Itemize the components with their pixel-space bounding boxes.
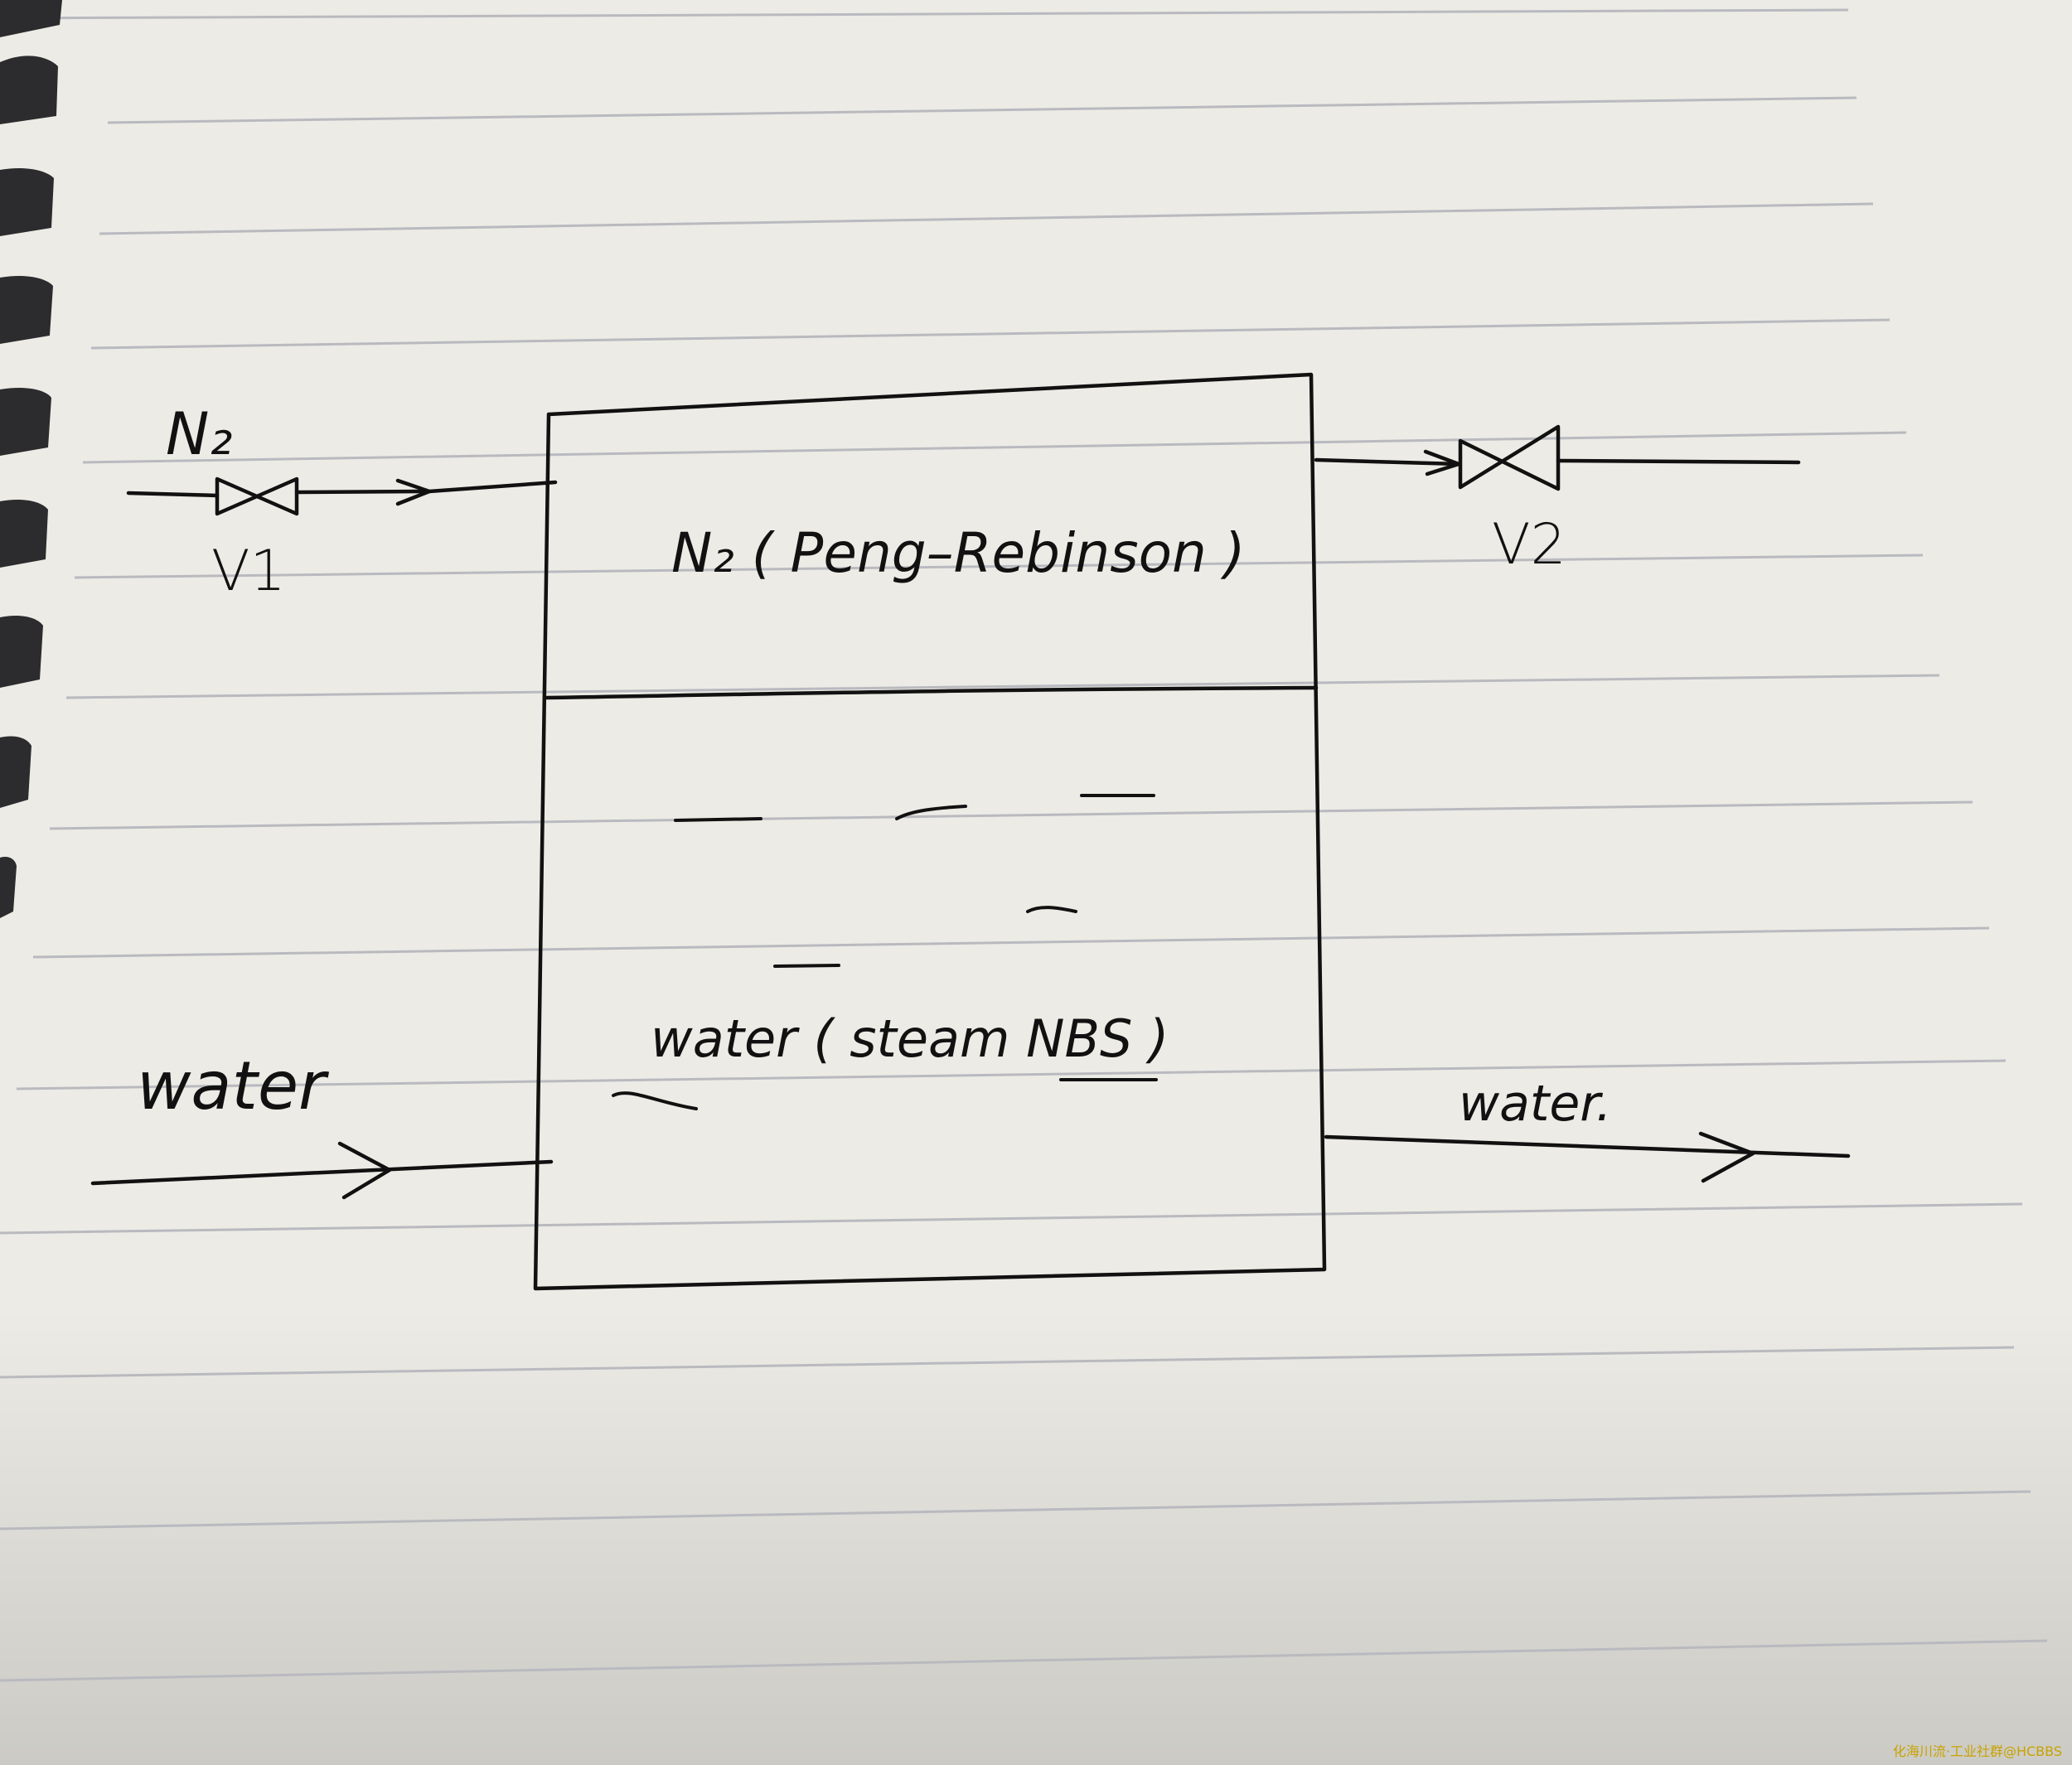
spiral-ring [0,616,43,688]
water-outlet-line [1324,1134,1851,1158]
spiral-binding [0,0,62,918]
valve-v1-label: V1 [211,539,286,604]
valve-v2-icon [1458,424,1561,491]
n2-feed-label: N₂ [166,400,232,468]
liquid-hatching [612,794,1158,1110]
gas-outlet-line [1314,457,1461,467]
spiral-ring [0,168,54,236]
water-outlet-label: water. [1459,1075,1612,1133]
spiral-ring [0,56,58,124]
phase-interface-line [545,685,1319,700]
spiral-ring [0,500,48,568]
valve-v2-label: V2 [1492,512,1566,578]
n2-inlet-line [126,491,220,498]
page-shadow [0,1309,2072,1765]
valve-v1-icon [215,476,299,516]
gas-phase-label: N₂ ( Peng–Rebinson ) [671,521,1246,585]
liquid-phase-label: water ( steam NBS ) [651,1008,1169,1069]
gas-vent-line [1556,458,1801,465]
n2-feed-arrowhead [395,478,432,506]
spiral-ring [0,388,51,456]
watermark-text: 化海川流·工业社群@HCBBS [1892,1743,2062,1759]
spiral-ring [0,276,53,344]
ruled-lines [0,8,2048,1682]
spiral-ring [0,857,17,918]
spiral-ring [0,0,62,37]
spiral-ring [0,736,31,808]
water-inlet-line [90,1159,554,1186]
vessel-outline [533,372,1327,1291]
water-outlet-arrowhead [1698,1131,1755,1183]
water-inlet-arrowhead [337,1141,392,1200]
water-inlet-label: water [137,1047,330,1124]
